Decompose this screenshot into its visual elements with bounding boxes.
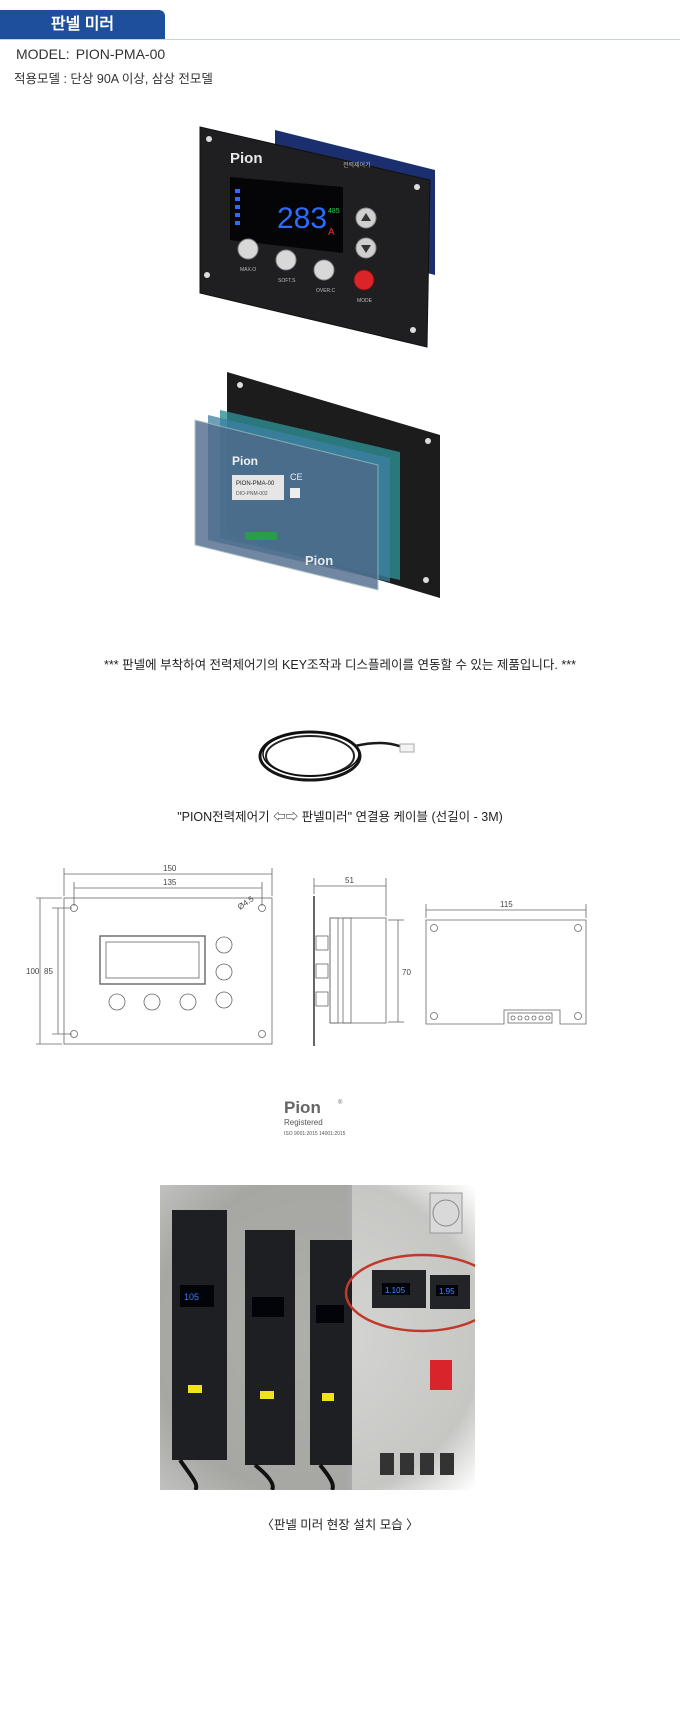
back-brand-large: Pion — [305, 553, 333, 568]
back-label-model: PION-PMA-00 — [236, 481, 275, 487]
dim-height-total: 100 — [26, 967, 40, 976]
dim-side-height: 70 — [402, 968, 411, 977]
screw-hole-icon — [410, 327, 416, 333]
fan-icon — [429, 1192, 463, 1234]
installed-display-1: 1.105 — [385, 1286, 406, 1295]
controller-unit — [310, 1240, 352, 1465]
applicable-models: 적용모델 : 단상 90A 이상, 삼상 전모델 — [14, 72, 213, 86]
dim-width-total: 150 — [163, 864, 177, 873]
dim-depth: 51 — [345, 876, 354, 885]
screw-hole-icon — [425, 438, 431, 444]
dim-height-holes: 85 — [44, 967, 53, 976]
model-label: MODEL: — [16, 46, 70, 62]
logo-iso: ISO 9001:2015 14001:2015 — [284, 1131, 346, 1137]
soft-s-button — [275, 249, 297, 271]
screw-hole-icon — [206, 136, 212, 142]
cable-caption: "PION전력제어기 ⇦⇨ 판넬미러" 연결용 케이블 (선길이 - 3M) — [177, 810, 503, 824]
dim-hole-diameter: Ø4.5 — [236, 894, 256, 912]
installation-photo: 105 1.105 1.95 — [160, 1185, 475, 1490]
tab-panel-mirror[interactable]: 판넬 미러 — [0, 10, 165, 40]
highlight-circle — [344, 1253, 475, 1333]
controller-unit — [172, 1210, 227, 1460]
over-c-button — [313, 259, 335, 281]
max-o-button — [237, 238, 259, 260]
product-description: *** 판넬에 부착하여 전력제어기의 KEY조작과 디스플레이를 연동할 수 … — [104, 658, 576, 672]
dimension-drawings: 150 135 100 85 Ø4.5 51 70 115 — [26, 864, 587, 1046]
screw-hole-icon — [237, 382, 243, 388]
front-display-small: 485 — [328, 208, 340, 215]
model-value: PION-PMA-00 — [75, 46, 166, 62]
red-switch-icon — [430, 1360, 452, 1390]
registered-mark-icon: ® — [338, 1099, 343, 1106]
back-label-serial: DIO-PNM-002 — [236, 491, 268, 497]
dim-width-holes: 135 — [163, 878, 177, 887]
down-arrow-icon — [361, 245, 371, 253]
front-panel-image: Pion 전력제어기 283 485 A MAX.O SOFT.S OVER.C… — [199, 126, 435, 348]
logo-brand: Pion — [284, 1098, 321, 1117]
screw-hole-icon — [423, 577, 429, 583]
connector-icon — [399, 743, 415, 753]
controller-display-icon: 105 — [184, 1292, 199, 1302]
button-label: OVER.C — [316, 288, 336, 294]
installation-caption: 〈판넬 미러 현장 설치 모습 〉 — [261, 1518, 419, 1532]
front-display-value: 283 — [277, 202, 327, 235]
logo-registered: Registered — [284, 1118, 323, 1127]
controller-unit — [245, 1230, 295, 1465]
dim-back-width: 115 — [500, 900, 513, 909]
front-subtitle: 전력제어기 — [343, 161, 371, 169]
front-unit: A — [328, 227, 335, 238]
ce-mark-icon: CE — [290, 472, 303, 482]
button-label: SOFT.S — [278, 278, 296, 284]
button-label: MODE — [357, 298, 373, 304]
front-brand: Pion — [230, 150, 263, 167]
screw-hole-icon — [204, 272, 210, 278]
back-brand: Pion — [232, 454, 258, 468]
button-label: MAX.O — [240, 267, 256, 273]
installed-display-2: 1.95 — [439, 1287, 455, 1296]
tab-underline — [0, 39, 680, 40]
back-panel-image: Pion PION-PMA-00 DIO-PNM-002 CE Pion — [194, 372, 440, 598]
cable-image — [258, 730, 415, 782]
screw-hole-icon — [414, 184, 420, 190]
model-line: MODEL: PION-PMA-00 — [16, 46, 171, 62]
pion-logo: Pion ® Registered ISO 9001:2015 14001:20… — [284, 1098, 346, 1137]
qr-code-icon — [290, 488, 300, 498]
terminal-block — [245, 532, 277, 540]
up-arrow-icon — [361, 213, 371, 221]
mode-button — [353, 269, 375, 291]
